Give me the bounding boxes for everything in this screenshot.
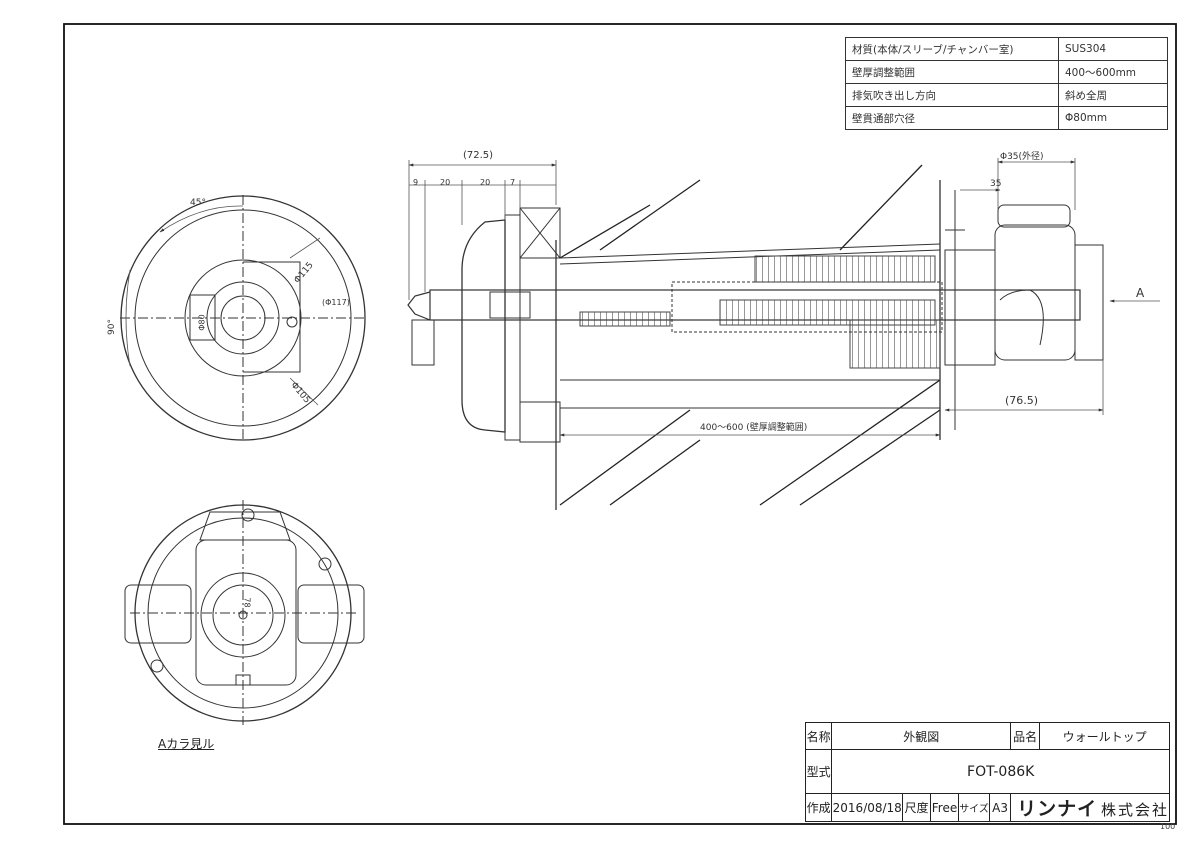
title-block: 名称 外観図 品名 ウォールトップ 型式 FOT-086K 作成 2016/08… <box>804 722 1170 822</box>
made-label: 作成 <box>804 793 833 822</box>
side-view <box>407 158 1160 510</box>
spec-row: 壁厚調整範囲 400～600mm <box>845 60 1168 84</box>
spec-label: 壁厚調整範囲 <box>845 60 1059 84</box>
product-value: ウォールトップ <box>1039 722 1170 750</box>
scale-value: Free <box>929 793 960 822</box>
front-view <box>120 195 366 441</box>
dim-9: 9 <box>413 178 419 187</box>
dim-wall-range: 400～600 (壁厚調整範囲) <box>700 423 808 433</box>
dim-20a: 20 <box>440 178 451 187</box>
size-label: サイズ <box>958 793 990 822</box>
spec-row: 壁貫通部穴径 Φ80mm <box>845 106 1168 130</box>
dim-phi35: Φ35(外径) <box>1000 152 1044 162</box>
spec-row: 排気吹き出し方向 斜め全周 <box>845 83 1168 107</box>
spec-table: 材質(本体/スリーブ/チャンバー室) SUS304 壁厚調整範囲 400～600… <box>845 37 1168 130</box>
company-suffix: 株式会社 <box>1100 801 1169 819</box>
dim-phi117: (Φ117) <box>322 298 350 307</box>
dim-35: 35 <box>990 179 1002 189</box>
sheet-border <box>63 23 1177 825</box>
spec-value: Φ80mm <box>1058 106 1168 130</box>
dim-72-5: (72.5) <box>463 150 494 161</box>
scale-label: 尺度 <box>902 793 931 822</box>
date-value: 2016/08/18 <box>831 793 904 822</box>
size-value: A3 <box>988 793 1012 822</box>
spec-value: SUS304 <box>1058 37 1168 61</box>
view-caption: Aカラ見ル <box>158 737 215 751</box>
dim-angle90: 90° <box>106 319 117 335</box>
spec-row: 材質(本体/スリーブ/チャンバー室) SUS304 <box>845 37 1168 61</box>
dim-small: 78 <box>242 597 252 608</box>
sheet-number: 100 <box>1160 822 1176 831</box>
rear-view-a <box>124 500 365 725</box>
maker-logo: リンナイ <box>1017 798 1098 820</box>
spec-value: 400～600mm <box>1058 60 1168 84</box>
dim-20b: 20 <box>480 178 491 187</box>
spec-label: 排気吹き出し方向 <box>845 83 1059 107</box>
product-label: 品名 <box>1010 722 1041 750</box>
model-value: FOT-086K <box>831 749 1170 794</box>
spec-label: 材質(本体/スリーブ/チャンバー室) <box>845 37 1059 61</box>
name-label: 名称 <box>804 722 833 750</box>
name-value: 外観図 <box>831 722 1012 750</box>
spec-value: 斜め全周 <box>1058 83 1168 107</box>
dim-phi80: Φ80 <box>197 314 207 331</box>
spec-label: 壁貫通部穴径 <box>845 106 1059 130</box>
wall-hatch <box>559 164 941 506</box>
dim-angle45: 45° <box>190 198 206 208</box>
dim-7: 7 <box>510 178 516 187</box>
dim-76-5: (76.5) <box>1005 394 1039 407</box>
model-label: 型式 <box>804 749 833 794</box>
company-cell: リンナイ 株式会社 <box>1010 793 1170 822</box>
view-arrow-a: A <box>1136 286 1145 300</box>
